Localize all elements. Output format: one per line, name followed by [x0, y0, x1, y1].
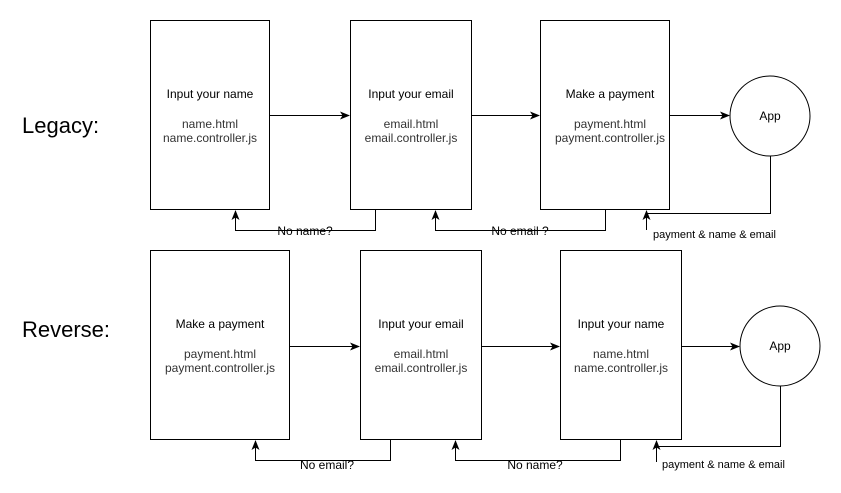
reverse-name-box-html: name.html — [593, 347, 649, 361]
legacy-email-box-js: email.controller.js — [365, 131, 458, 145]
legacy-payment-box-js: payment.controller.js — [555, 131, 665, 145]
legacy-name-box-title: Input your name — [167, 87, 254, 101]
reverse-app-node: App — [739, 305, 821, 387]
legacy-name-box-js: name.controller.js — [163, 131, 257, 145]
reverse-payment-box-js: payment.controller.js — [165, 361, 275, 375]
reverse-row-label: Reverse: — [22, 317, 110, 342]
reverse-payment-box-html: payment.html — [184, 347, 256, 361]
reverse-app-return-line — [656, 386, 781, 447]
reverse-name-box: Input your name name.html name.controlle… — [560, 250, 682, 440]
legacy-no-email-label: No email ? — [491, 224, 549, 238]
reverse-email-box-html: email.html — [394, 347, 449, 361]
reverse-back-name-to-email — [451, 440, 621, 461]
reverse-email-box: Input your email email.html email.contro… — [360, 250, 482, 440]
legacy-email-box-html: email.html — [384, 117, 439, 131]
legacy-no-name-label: No name? — [277, 224, 333, 238]
legacy-name-box: Input your name name.html name.controlle… — [150, 20, 270, 210]
reverse-payment-box-title: Make a payment — [176, 317, 265, 331]
reverse-name-box-title: Input your name — [578, 317, 665, 331]
legacy-app-node: App — [729, 75, 811, 157]
reverse-app-label: App — [769, 339, 791, 353]
reverse-app-edge-label: payment & name & email — [662, 459, 785, 471]
legacy-name-box-html: name.html — [182, 117, 238, 131]
reverse-email-box-title: Input your email — [378, 317, 463, 331]
legacy-back-payment-to-email — [431, 210, 606, 231]
reverse-name-box-js: name.controller.js — [574, 361, 668, 375]
reverse-no-name-label: No name? — [507, 458, 563, 472]
legacy-row-label: Legacy: — [22, 113, 99, 138]
reverse-no-email-label: No email? — [300, 458, 354, 472]
legacy-email-box: Input your email email.html email.contro… — [350, 20, 472, 210]
legacy-payment-box: Make a payment payment.html payment.cont… — [540, 20, 670, 210]
legacy-back-email-to-name — [231, 210, 376, 231]
legacy-payment-box-title: Make a payment — [566, 87, 655, 101]
legacy-email-box-title: Input your email — [368, 87, 453, 101]
legacy-app-label: App — [759, 109, 781, 123]
legacy-app-edge-label: payment & name & email — [653, 229, 776, 241]
legacy-app-return-line — [646, 156, 771, 214]
reverse-payment-box: Make a payment payment.html payment.cont… — [150, 250, 290, 440]
reverse-email-box-js: email.controller.js — [375, 361, 468, 375]
legacy-payment-box-html: payment.html — [574, 117, 646, 131]
reverse-back-email-to-payment — [251, 440, 391, 461]
